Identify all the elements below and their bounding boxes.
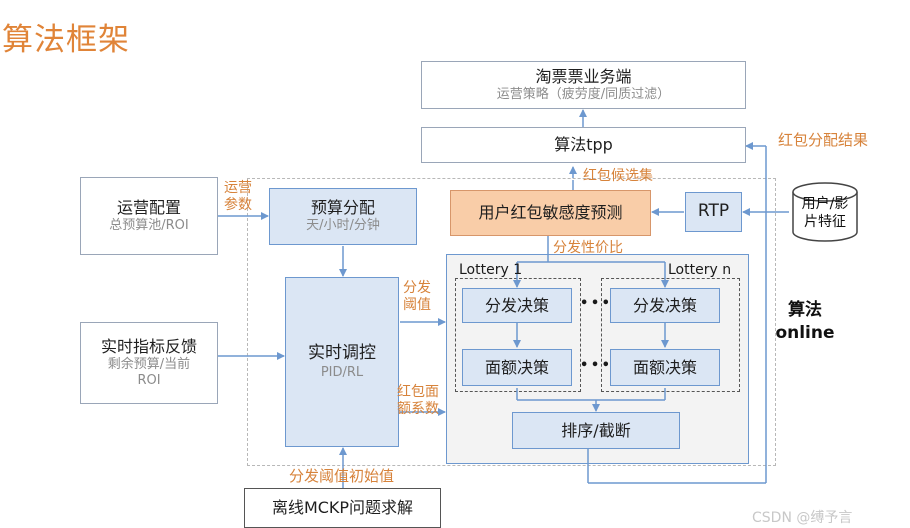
rtp-box: RTP [685, 192, 742, 232]
dist-decision-1-label: 分发决策 [484, 295, 549, 315]
realtime-subtitle: PID/RL [320, 364, 364, 380]
sort-cut-box: 排序/截断 [512, 412, 680, 449]
budget-title: 预算分配 [310, 198, 375, 218]
dist-ratio-label: 分发性价比 [553, 240, 623, 256]
ops-params-label: 运营 参数 [224, 180, 252, 213]
user-features-label: 用户/影 片特征 [801, 196, 849, 231]
taopiao-subtitle: 运营策略（疲劳度/同质过滤） [496, 86, 671, 102]
dist-decision-n-box: 分发决策 [610, 288, 720, 323]
page-title: 算法框架 [2, 22, 130, 58]
sensitivity-box: 用户红包敏感度预测 [450, 190, 651, 236]
database-icon [792, 182, 858, 242]
dist-threshold-label: 分发 阈值 [403, 280, 431, 313]
realtime-control-box: 实时调控 PID/RL [285, 277, 399, 447]
lottery-n-group [601, 278, 740, 392]
init-threshold-label: 分发阈值初始值 [289, 467, 395, 485]
algo-online-label: 算法 online [775, 300, 835, 343]
feedback-title: 实时指标反馈 [100, 336, 197, 356]
amount-decision-1-box: 面额决策 [462, 349, 572, 386]
ellipsis-bottom: • • • [580, 358, 610, 373]
red-coef-label: 红包面 额系数 [397, 384, 439, 417]
amount-decision-n-label: 面额决策 [632, 357, 697, 377]
taopiao-business-box: 淘票票业务端 运营策略（疲劳度/同质过滤） [421, 61, 746, 109]
algorithm-boundary [247, 178, 776, 466]
ops-config-subtitle: 总预算池/ROI [109, 217, 189, 233]
lottery-1-group [455, 278, 581, 392]
watermark: CSDN @缚予言 [752, 510, 853, 526]
dist-decision-n-label: 分发决策 [632, 295, 697, 315]
offline-mckp-box: 离线MCKP问题求解 [244, 488, 441, 528]
sensitivity-label: 用户红包敏感度预测 [478, 203, 623, 222]
ellipsis-top: • • • [580, 296, 610, 311]
lottery-n-label: Lottery n [668, 262, 732, 278]
ops-config-title: 运营配置 [116, 197, 181, 217]
budget-subtitle: 天/小时/分钟 [306, 218, 380, 234]
offline-mckp-label: 离线MCKP问题求解 [271, 498, 414, 517]
budget-box: 预算分配 天/小时/分钟 [269, 188, 417, 245]
taopiao-title: 淘票票业务端 [535, 66, 632, 86]
rtp-label: RTP [697, 201, 730, 222]
feedback-box: 实时指标反馈 剩余预算/当前 ROI [80, 322, 218, 404]
realtime-title: 实时调控 [308, 343, 376, 364]
red-candidates-label: 红包候选集 [583, 168, 653, 184]
sort-cut-label: 排序/截断 [561, 420, 631, 440]
algo-tpp-label: 算法tpp [554, 135, 613, 154]
red-result-label: 红包分配结果 [778, 131, 869, 149]
lottery-1-label: Lottery 1 [459, 262, 523, 278]
amount-decision-1-label: 面额决策 [484, 357, 549, 377]
amount-decision-n-box: 面额决策 [610, 349, 720, 386]
algo-tpp-box: 算法tpp [421, 127, 746, 163]
dist-decision-1-box: 分发决策 [462, 288, 572, 323]
ops-config-box: 运营配置 总预算池/ROI [80, 177, 218, 255]
feedback-subtitle: 剩余预算/当前 ROI [107, 356, 191, 388]
